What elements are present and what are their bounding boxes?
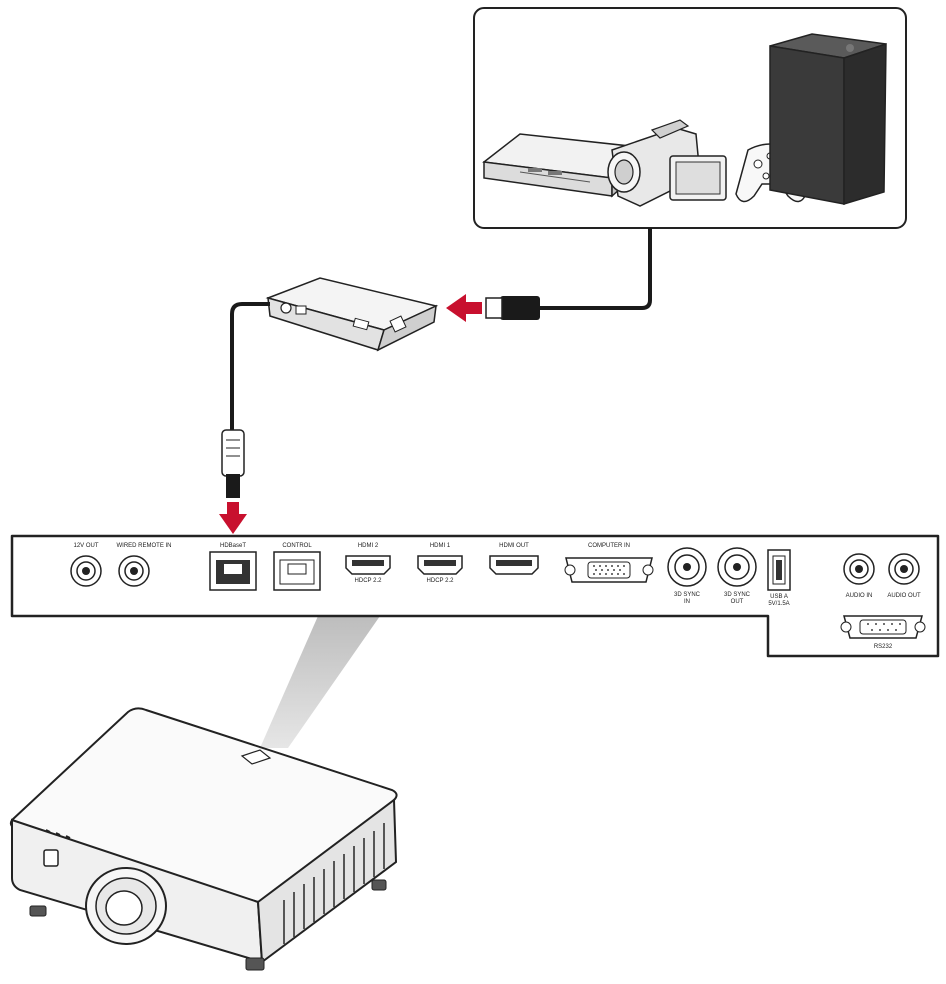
port-hdbaset xyxy=(209,551,257,591)
port-control xyxy=(273,551,321,591)
rear-panel: 12V OUT WIRED REMOTE IN HDBaseT CONTROL … xyxy=(10,534,940,658)
hdbaset-cable xyxy=(230,302,270,430)
label-hdmi-out: HDMI OUT xyxy=(499,543,529,549)
label-wired-remote-in: WIRED REMOTE IN xyxy=(117,543,172,549)
label-3d-sync-in-2: IN xyxy=(684,599,690,605)
input-arrow-icon xyxy=(446,294,482,322)
label-audio-out: AUDIO OUT xyxy=(887,593,921,599)
hdmi-cable xyxy=(540,228,652,310)
hdbaset-arrow-icon xyxy=(219,502,247,534)
game-console-icon xyxy=(769,33,887,206)
port-12v-out xyxy=(70,555,102,587)
label-audio-in: AUDIO IN xyxy=(846,593,873,599)
port-audio-out xyxy=(888,553,920,585)
label-usb-a: USB A xyxy=(770,594,788,600)
projector-icon xyxy=(9,707,398,971)
port-hdmi-1 xyxy=(417,555,463,575)
label-3d-sync-in: 3D SYNC xyxy=(674,592,701,598)
label-usb-a-power: 5V/1.5A xyxy=(768,601,789,607)
hdbaset-transmitter-icon xyxy=(265,277,439,352)
projection-beam xyxy=(260,616,380,748)
port-computer-in xyxy=(564,557,654,583)
port-audio-in xyxy=(843,553,875,585)
hdmi-plug-icon xyxy=(485,296,540,320)
port-hdmi-2 xyxy=(345,555,391,575)
port-hdmi-out xyxy=(489,555,539,575)
label-rs232: RS232 xyxy=(874,644,893,650)
label-12v-out: 12V OUT xyxy=(73,543,98,549)
label-hdmi-1-hdcp: HDCP 2.2 xyxy=(427,578,455,584)
label-control: CONTROL xyxy=(282,543,312,549)
label-hdmi-1: HDMI 1 xyxy=(430,543,451,549)
label-computer-in: COMPUTER IN xyxy=(588,543,630,549)
label-hdbaset: HDBaseT xyxy=(220,543,246,549)
port-usb-a xyxy=(767,549,791,591)
label-hdmi-2-hdcp: HDCP 2.2 xyxy=(355,578,383,584)
label-hdmi-2: HDMI 2 xyxy=(358,543,379,549)
port-rs232 xyxy=(840,615,926,639)
source-devices-group xyxy=(473,7,907,229)
camcorder-icon xyxy=(607,119,727,207)
port-3d-sync-in xyxy=(667,547,707,587)
rj45-plug-icon xyxy=(221,429,245,498)
label-3d-sync-out: 3D SYNC xyxy=(724,592,751,598)
port-wired-remote-in xyxy=(118,555,150,587)
label-3d-sync-out-2: OUT xyxy=(731,599,744,605)
port-3d-sync-out xyxy=(717,547,757,587)
